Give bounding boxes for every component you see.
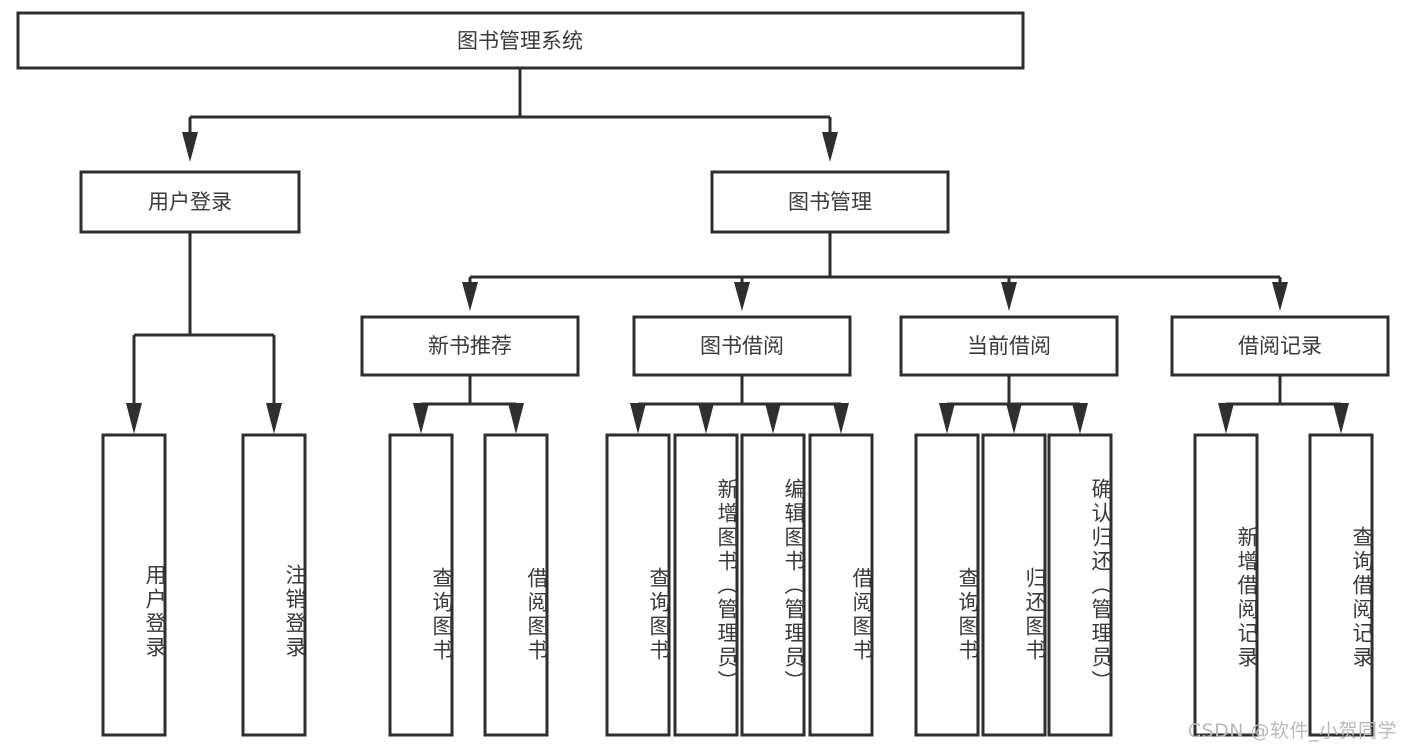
node-root-box[interactable] xyxy=(16,11,1025,70)
leaf-box-query-book-cb[interactable] xyxy=(914,433,980,737)
node-borrow-record-label: 借阅记录 xyxy=(1238,334,1322,358)
leaf-box-edit-book-admin[interactable] xyxy=(740,433,806,737)
arrow-down-icon xyxy=(734,282,750,311)
arrow-down-icon xyxy=(1001,282,1017,311)
node-book-borrow[interactable]: 图书借阅 xyxy=(632,315,852,377)
csdn-watermark: CSDN @软件_小贺同学 xyxy=(1187,720,1397,742)
arrow-down-icon xyxy=(833,403,849,434)
leaf-box-borrow-book-nbr[interactable] xyxy=(483,433,549,737)
node-current-borrow[interactable]: 当前借阅 xyxy=(899,315,1119,377)
node-book-management-box[interactable] xyxy=(710,170,950,234)
arrow-down-icon xyxy=(182,132,198,162)
leaf-box-borrow-book-bb[interactable] xyxy=(808,433,874,737)
connector-user-login-to-leaves xyxy=(126,232,282,434)
connector-current-borrow-to-leaves xyxy=(939,375,1088,434)
leaf-box-confirm-return-admin[interactable] xyxy=(1047,433,1113,737)
connector-new-book-recommend-to-leaves xyxy=(413,375,524,434)
leaf-box-logout[interactable] xyxy=(241,433,307,737)
leaf-box-query-borrow-record[interactable] xyxy=(1308,433,1374,737)
arrow-down-icon xyxy=(698,403,714,434)
node-borrow-record[interactable]: 借阅记录 xyxy=(1170,315,1390,377)
node-borrow-record-box[interactable] xyxy=(1170,315,1390,377)
leaf-box-query-book-bb[interactable] xyxy=(605,433,671,737)
node-new-book-recommend-label: 新书推荐 xyxy=(428,334,512,358)
node-new-book-recommend[interactable]: 新书推荐 xyxy=(360,315,580,377)
arrow-down-icon xyxy=(266,403,282,434)
node-user-login-label: 用户登录 xyxy=(148,190,232,214)
node-current-borrow-label: 当前借阅 xyxy=(967,334,1051,358)
node-user-login[interactable]: 用户登录 xyxy=(79,170,301,234)
arrow-down-icon xyxy=(939,403,955,434)
leaf-box-add-book-admin[interactable] xyxy=(673,433,739,737)
leaf-box-user-login[interactable] xyxy=(101,433,167,737)
arrow-down-icon xyxy=(1006,403,1022,434)
node-book-borrow-box[interactable] xyxy=(632,315,852,377)
node-book-management[interactable]: 图书管理 xyxy=(710,170,950,234)
connector-book-borrow-to-leaves xyxy=(630,375,849,434)
arrow-down-icon xyxy=(822,132,838,162)
arrow-down-icon xyxy=(1272,282,1288,311)
arrow-down-icon xyxy=(765,403,781,434)
arrow-down-icon xyxy=(413,403,429,434)
leaf-box-add-borrow-record[interactable] xyxy=(1193,433,1259,737)
arrow-down-icon xyxy=(126,403,142,434)
arrow-down-icon xyxy=(508,403,524,434)
connector-book-management-to-level3 xyxy=(462,232,1288,311)
connector-borrow-record-to-leaves xyxy=(1218,375,1349,434)
node-root-label: 图书管理系统 xyxy=(457,29,583,53)
node-new-book-recommend-box[interactable] xyxy=(360,315,580,377)
arrow-down-icon xyxy=(1072,403,1088,434)
node-book-borrow-label: 图书借阅 xyxy=(700,334,784,358)
arrow-down-icon xyxy=(630,403,646,434)
arrow-down-icon xyxy=(1218,403,1234,434)
node-root[interactable]: 图书管理系统 xyxy=(16,11,1025,70)
arrow-down-icon xyxy=(1333,403,1349,434)
node-book-management-label: 图书管理 xyxy=(788,190,872,214)
connector-root-to-level2 xyxy=(182,68,838,162)
arrow-down-icon xyxy=(462,282,478,311)
leaf-box-return-book[interactable] xyxy=(981,433,1047,737)
leaf-box-query-book-nbr[interactable] xyxy=(388,433,454,737)
node-current-borrow-box[interactable] xyxy=(899,315,1119,377)
